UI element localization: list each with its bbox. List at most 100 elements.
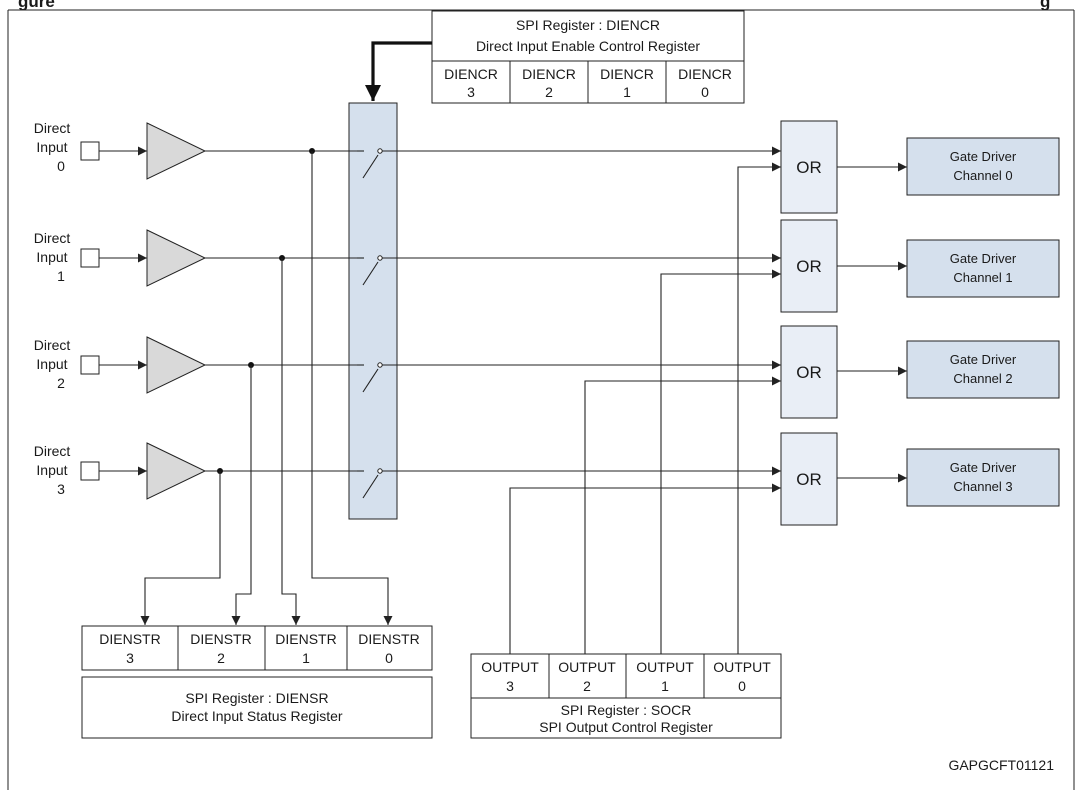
socr-title-box [470, 697, 782, 739]
gate-driver-label: Channel 0 [953, 168, 1012, 183]
diencr-cell-name: DIENCR [600, 66, 654, 82]
gate-driver-box [906, 137, 1060, 196]
input-pin [80, 248, 100, 268]
input-row-0: Direct Input 0 OR Gate Driver Channel 0 [34, 120, 1060, 214]
input-buffer [146, 122, 207, 180]
gate-driver-label: Channel 1 [953, 270, 1012, 285]
input-label: Direct [34, 443, 71, 459]
status-tap-1 [281, 258, 301, 625]
gate-driver-label: Gate Driver [950, 149, 1017, 164]
socr-title: SPI Register : SOCR [561, 702, 692, 718]
socr-subtitle: SPI Output Control Register [539, 719, 713, 735]
diensr-cell-bit: 3 [126, 650, 134, 666]
figure-id: GAPGCFT01121 [948, 757, 1054, 773]
diensr-register: DIENSTR 3 DIENSTR 2 DIENSTR 1 DIENSTR 0 … [81, 625, 433, 739]
input-label: 0 [57, 158, 65, 174]
diencr-register: SPI Register : DIENCR Direct Input Enabl… [431, 10, 745, 104]
diencr-cell-name: DIENCR [678, 66, 732, 82]
input-buffer [146, 229, 207, 287]
input-row-1: Direct Input 1 OR Gate Driver Channel 1 [34, 219, 1060, 313]
status-tap-0 [311, 151, 393, 625]
or-gate [780, 325, 838, 419]
input-label: Input [36, 139, 67, 155]
figure-title-fragment-left: gure [18, 0, 55, 11]
diensr-cell-name: DIENSTR [190, 631, 251, 647]
gate-driver-label: Channel 3 [953, 479, 1012, 494]
switch-blade [362, 154, 379, 179]
socr-cell-name: OUTPUT [481, 659, 539, 675]
diensr-cell-bit: 0 [385, 650, 393, 666]
status-tap-2 [231, 365, 252, 625]
input-label: Input [36, 249, 67, 265]
socr-cell-name: OUTPUT [713, 659, 771, 675]
socr-cell-bit: 0 [738, 678, 746, 694]
socr-feed-0 [737, 162, 781, 654]
socr-cell-bit: 1 [661, 678, 669, 694]
diensr-title: SPI Register : DIENSR [185, 690, 328, 706]
switch-pivot [377, 362, 383, 368]
input-label: Input [36, 356, 67, 372]
input-label: Direct [34, 337, 71, 353]
diencr-cell-bit: 1 [623, 84, 631, 100]
diencr-title: SPI Register : DIENCR [516, 17, 660, 33]
input-label: 3 [57, 481, 65, 497]
socr-cell-name: OUTPUT [636, 659, 694, 675]
input-row-2: Direct Input 2 OR Gate Driver Channel 2 [34, 325, 1060, 419]
socr-feed-3 [509, 483, 781, 654]
or-gate [780, 219, 838, 313]
switch-blade [362, 368, 379, 393]
switch-pivot [377, 468, 383, 474]
input-label: 1 [57, 268, 65, 284]
switch-blade [362, 474, 379, 499]
or-label: OR [796, 470, 822, 489]
diensr-cell-name: DIENSTR [358, 631, 419, 647]
input-label: Direct [34, 230, 71, 246]
diensr-cells-box [81, 625, 433, 671]
gate-driver-box [906, 340, 1060, 399]
socr-feed-2 [584, 376, 781, 654]
status-tap-3 [140, 471, 221, 625]
diencr-subtitle: Direct Input Enable Control Register [476, 38, 700, 54]
figure-title-fragment-right: g [1040, 0, 1050, 11]
enable-control-arrow [365, 41, 432, 101]
gate-driver-box [906, 448, 1060, 507]
diencr-cell-bit: 0 [701, 84, 709, 100]
socr-cell-bit: 3 [506, 678, 514, 694]
input-label: 2 [57, 375, 65, 391]
diensr-cell-name: DIENSTR [99, 631, 160, 647]
input-pin [80, 355, 100, 375]
socr-feed-1 [660, 269, 781, 654]
input-buffer [146, 442, 207, 500]
socr-register: OUTPUT 3 OUTPUT 2 OUTPUT 1 OUTPUT 0 SPI … [470, 653, 782, 739]
or-label: OR [796, 257, 822, 276]
input-pin [80, 141, 100, 161]
input-row-3: Direct Input 3 OR Gate Driver Channel 3 [34, 432, 1060, 526]
diencr-title-box [431, 10, 745, 62]
gate-driver-label: Gate Driver [950, 352, 1017, 367]
or-label: OR [796, 363, 822, 382]
diensr-cell-bit: 1 [302, 650, 310, 666]
diencr-cell-name: DIENCR [444, 66, 498, 82]
diencr-cell-bit: 3 [467, 84, 475, 100]
input-label: Input [36, 462, 67, 478]
input-buffer [146, 336, 207, 394]
socr-cell-name: OUTPUT [558, 659, 616, 675]
switch-blade [362, 261, 379, 286]
gate-driver-label: Channel 2 [953, 371, 1012, 386]
switch-pivot [377, 255, 383, 261]
input-label: Direct [34, 120, 71, 136]
diencr-cell-name: DIENCR [522, 66, 576, 82]
or-gate [780, 432, 838, 526]
gate-driver-box [906, 239, 1060, 298]
diensr-title-box [81, 676, 433, 739]
input-pin [80, 461, 100, 481]
diensr-cell-name: DIENSTR [275, 631, 336, 647]
switch-bank [348, 102, 398, 520]
socr-cell-bit: 2 [583, 678, 591, 694]
or-label: OR [796, 158, 822, 177]
diensr-subtitle: Direct Input Status Register [171, 708, 343, 724]
diencr-cell-bit: 2 [545, 84, 553, 100]
gate-driver-label: Gate Driver [950, 251, 1017, 266]
switch-pivot [377, 148, 383, 154]
